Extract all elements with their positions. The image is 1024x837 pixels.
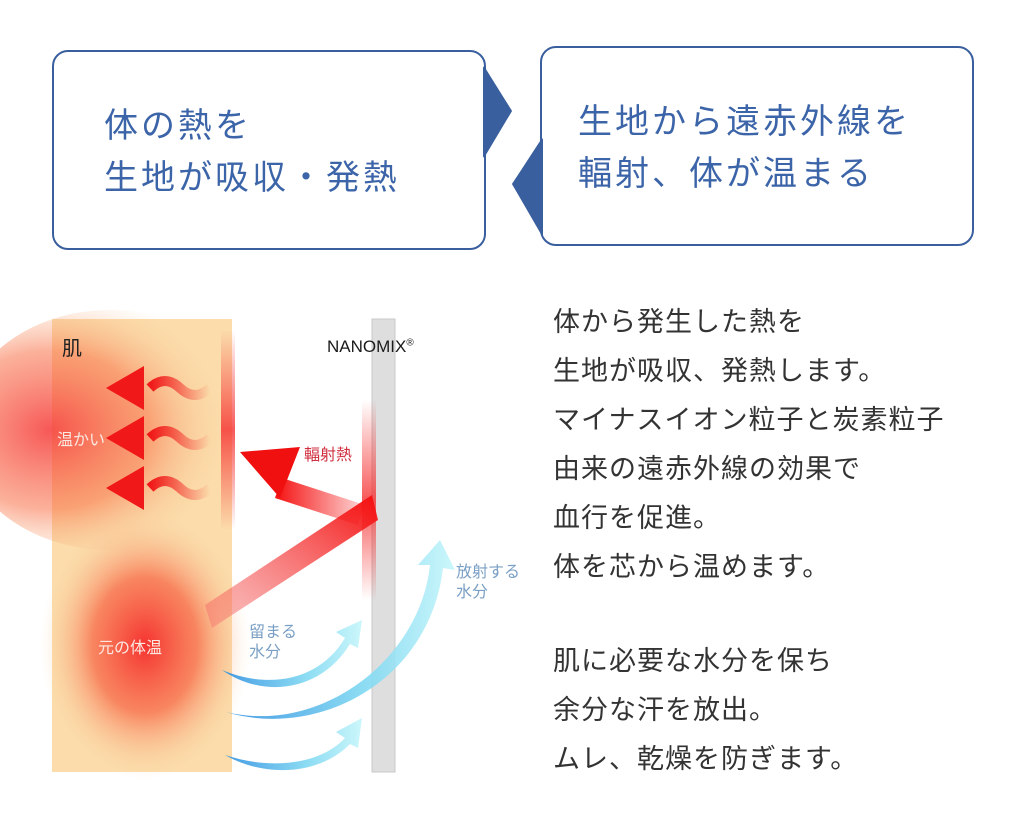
- heat-moisture-diagram: 肌 温かい 元の体温 NANOMIX® 輻射熱 留まる 水分 放射する 水分: [0, 310, 521, 780]
- diagram-graphics: [0, 310, 455, 780]
- step-text-radiate: 生地から遠赤外線を 輻射、体が温まる: [578, 102, 911, 194]
- warm-wave-arrows: [106, 366, 214, 510]
- warm-label: 温かい: [57, 430, 106, 449]
- step-box-absorb: 体の熱を 生地が吸収・発熱: [52, 50, 486, 250]
- step-text-absorb: 体の熱を 生地が吸収・発熱: [104, 106, 400, 198]
- description-paragraph-1: 体から発生した熱を 生地が吸収、発熱します。 マイナスイオン粒子と炭素粒子 由来…: [553, 307, 945, 583]
- radiant-heat-arrows: [205, 447, 378, 628]
- fabric-brand-name: NANOMIX: [327, 337, 407, 356]
- body-temp-label: 元の体温: [98, 638, 163, 657]
- skin-label: 肌: [62, 336, 82, 360]
- fabric-brand: NANOMIX®: [327, 337, 414, 357]
- registered-mark: ®: [406, 337, 414, 349]
- step-box-radiate: 生地から遠赤外線を 輻射、体が温まる: [540, 46, 974, 246]
- released-moisture-label: 放射する 水分: [456, 562, 521, 601]
- moisture-arrows: [222, 540, 455, 771]
- retained-moisture-label: 留まる 水分: [249, 622, 298, 661]
- radiant-heat-label: 輻射熱: [304, 445, 353, 464]
- description-paragraph-2: 肌に必要な水分を保ち 余分な汗を放出。 ムレ、乾燥を防ぎます。: [553, 646, 859, 775]
